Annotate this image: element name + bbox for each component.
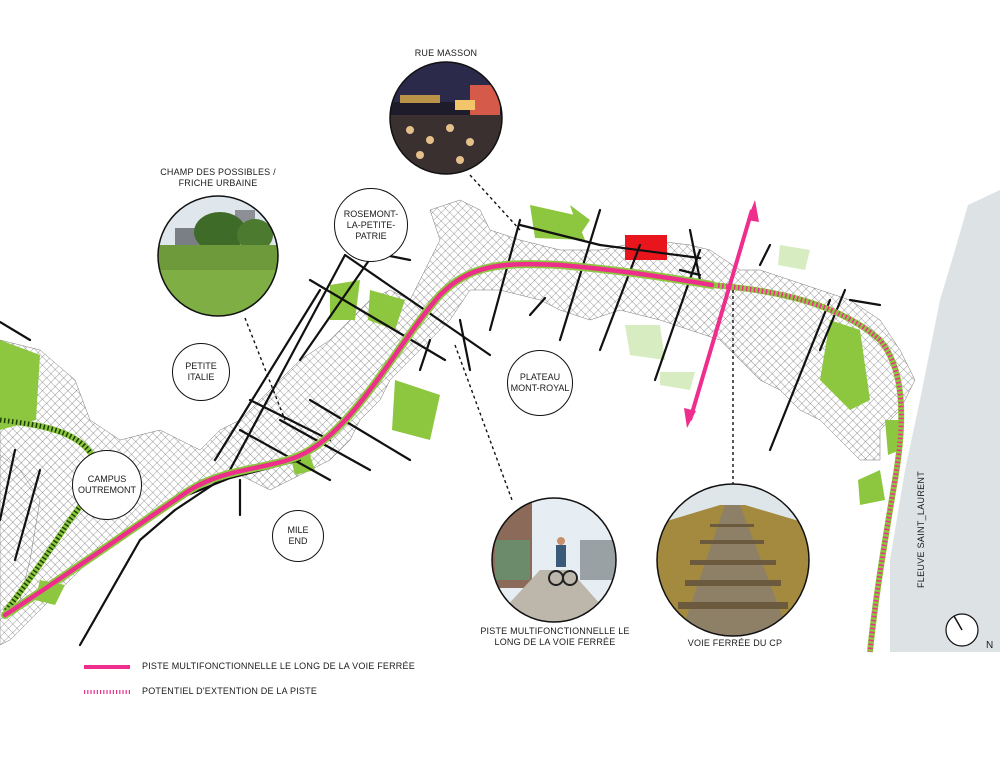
label-piste-line2: LONG DE LA VOIE FERRÉE [494,637,616,647]
label-voie-ferree: VOIE FERRÉE DU CP [687,638,783,648]
label-champ-line1: CHAMP DES POSSIBLES / [160,167,276,177]
north-arrow [945,613,979,647]
label-piste-line1: PISTE MULTIFONCTIONNELLE LE [480,626,630,636]
label-plateau: PLATEAU MONT-ROYAL [507,350,573,416]
roads [0,208,882,647]
label-rosemont: ROSEMONT- LA-PETITE-PATRIE [334,188,408,262]
photo-voie [657,484,809,636]
rue-masson-block [625,235,667,260]
label-mile-end-line1: MILE [287,525,309,535]
photo-piste [492,498,616,622]
bridge-arrow [684,200,759,428]
label-champ-line2: FRICHE URBAINE [178,178,258,188]
light-parks [625,245,810,390]
label-rue-masson: RUE MASSON [414,48,478,58]
legend-dotted-label: POTENTIEL D'EXTENTION DE LA PISTE [142,686,318,696]
label-rosemont-line1: ROSEMONT- [343,208,399,219]
label-campus-line1: CAMPUS [87,474,127,484]
label-mile-end-line2: END [288,536,308,546]
label-rosemont-line2: LA-PETITE-PATRIE [346,219,396,241]
north-label: N [986,640,994,651]
label-campus-line2: OUTREMONT [78,485,136,495]
label-petite-italie: PETITE ITALIE [172,343,230,401]
label-mile-end: MILE END [272,510,324,562]
label-petite-italie-line2: ITALIE [187,372,215,382]
label-plateau-line2: MONT-ROYAL [510,383,570,393]
label-fleuve: FLEUVE SAINT_LAURENT [916,470,926,588]
legend-solid-label: PISTE MULTIFONCTIONNELLE LE LONG DE LA V… [142,661,415,671]
label-champ: CHAMP DES POSSIBLES / FRICHE URBAINE [160,167,276,189]
main-piste [1,260,716,619]
photo-champ [158,196,278,316]
label-piste: PISTE MULTIFONCTIONNELLE LE LONG DE LA V… [480,626,630,648]
label-petite-italie-line1: PETITE [185,361,217,371]
label-plateau-line1: PLATEAU [519,372,561,382]
leader-lines [244,174,734,501]
river-saint-laurent [890,190,1000,652]
label-campus: CAMPUS OUTREMONT [72,450,142,520]
